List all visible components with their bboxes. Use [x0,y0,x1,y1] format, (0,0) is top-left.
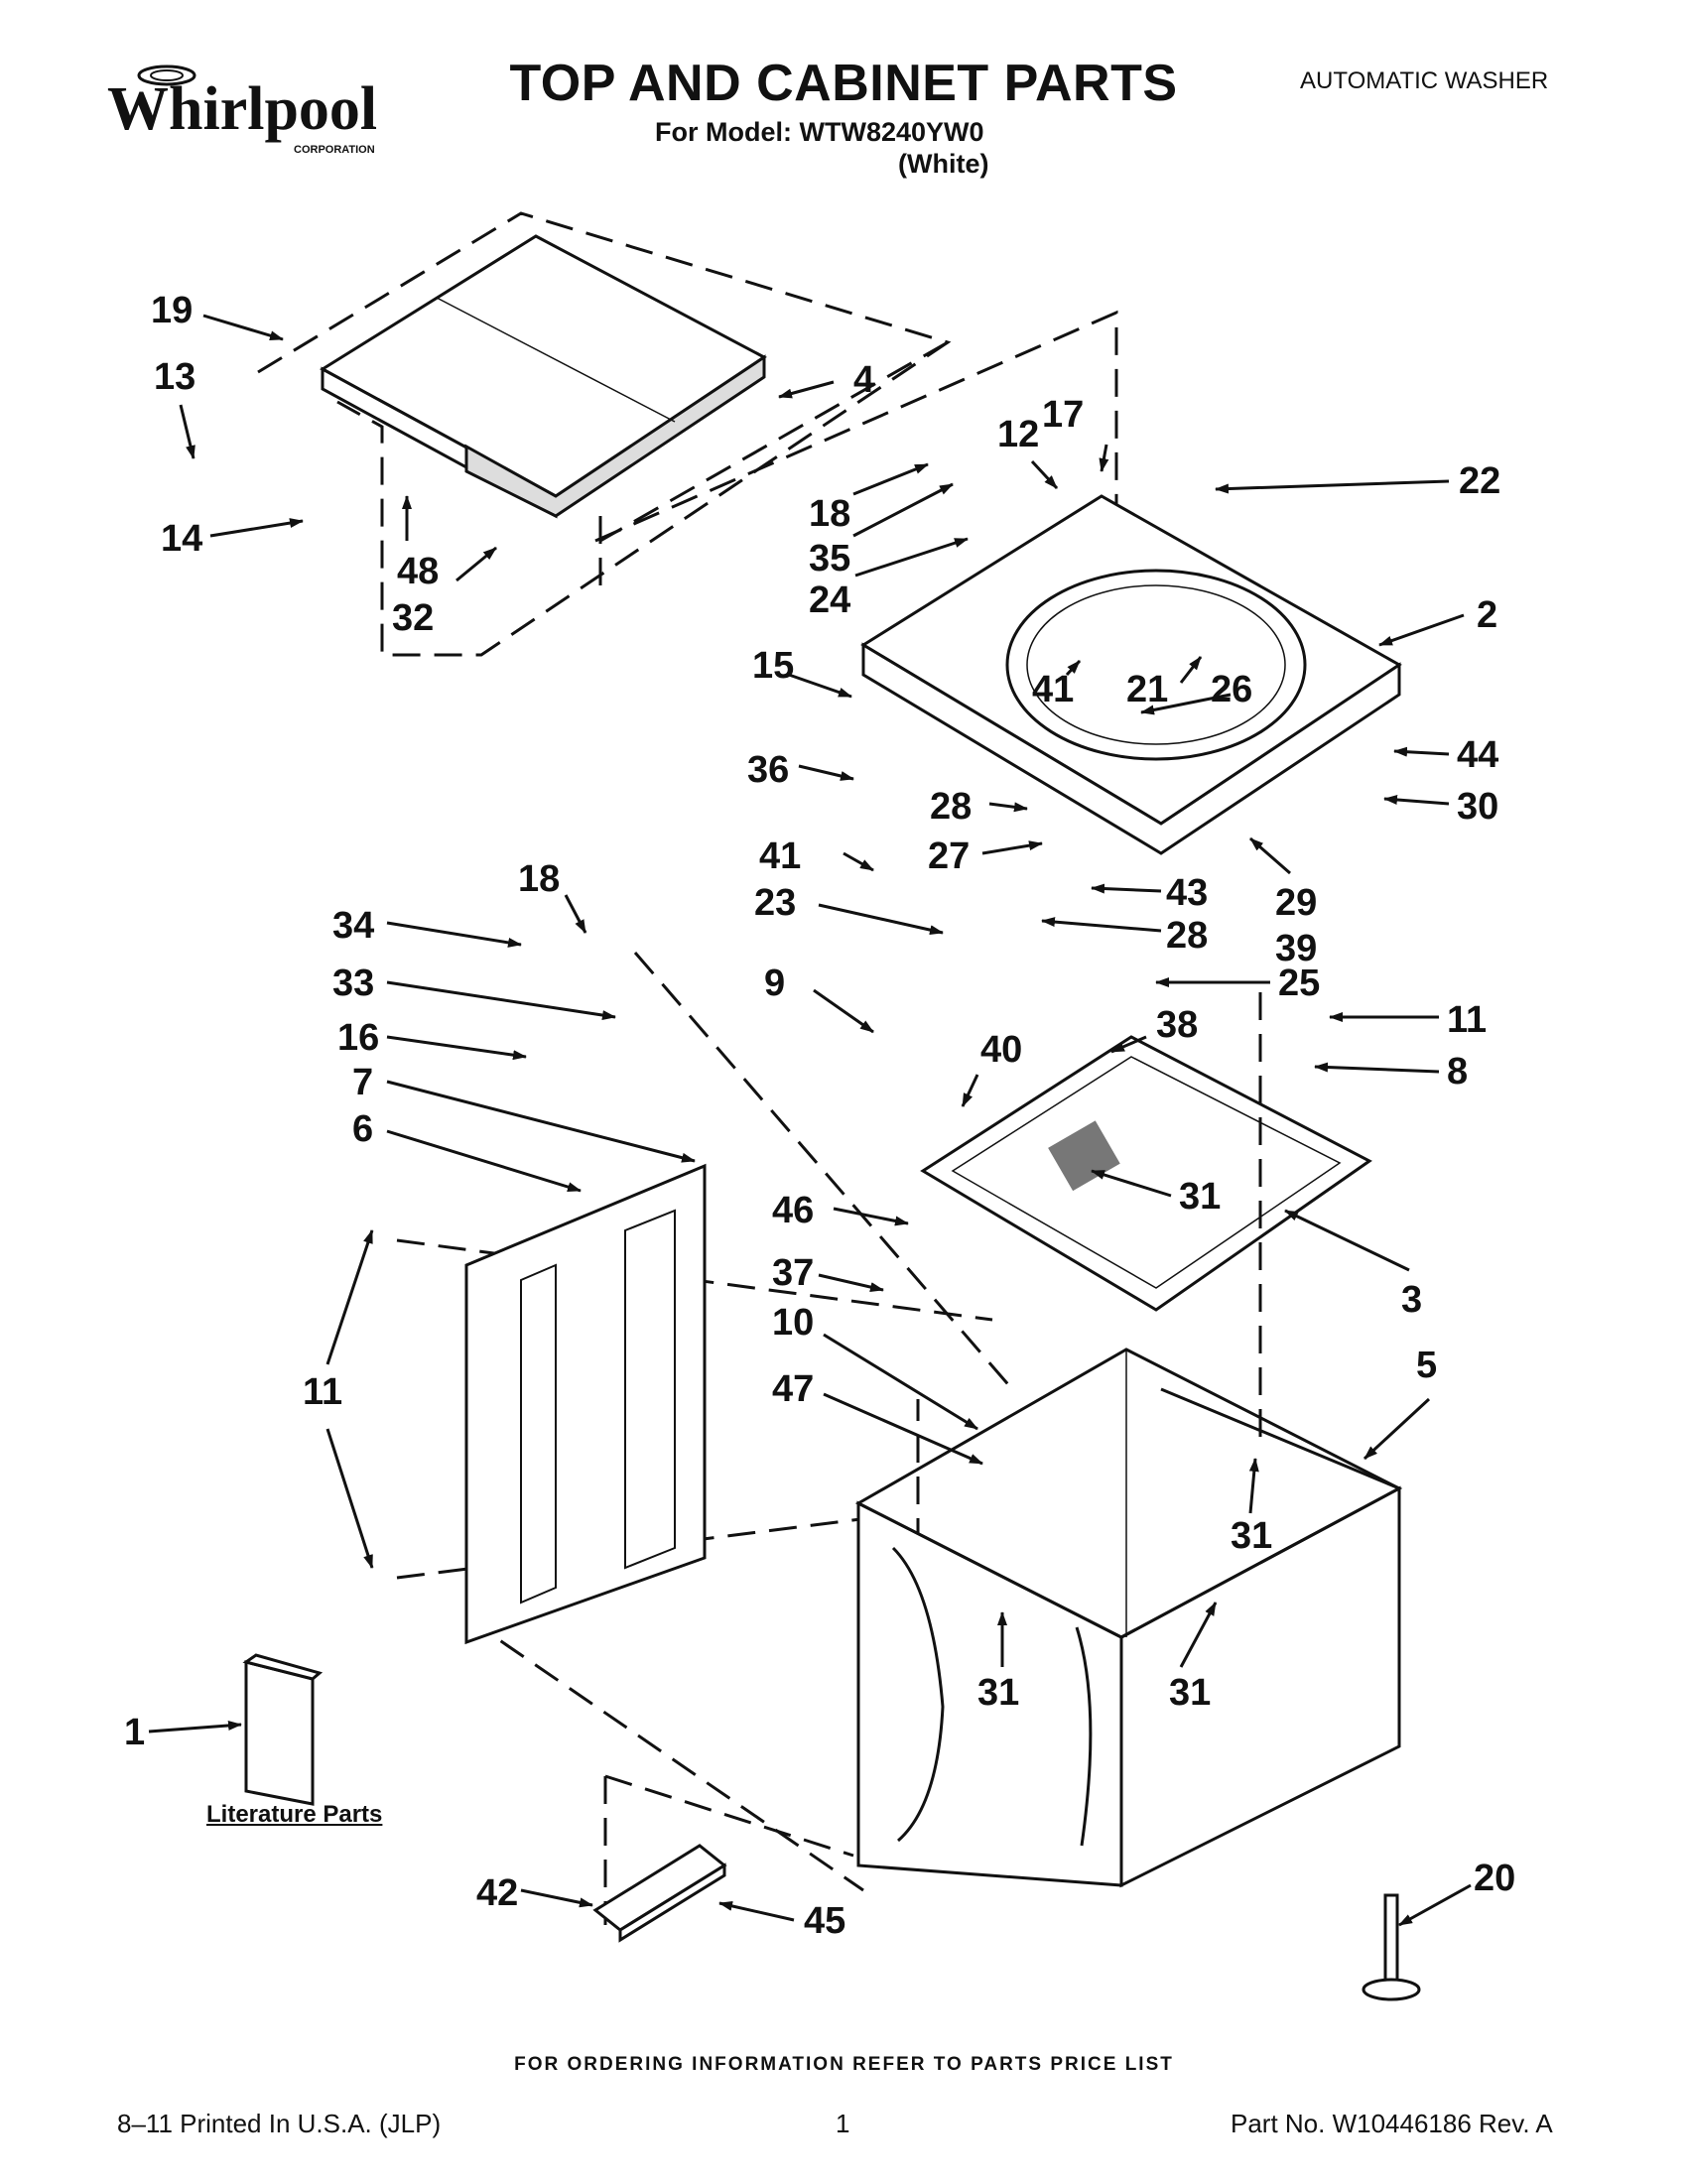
callout-31-front: 31 [977,1672,1019,1714]
callout-14: 14 [161,518,202,560]
callout-23: 23 [754,882,796,924]
base-bracket [592,1844,727,1943]
callout-36: 36 [747,749,789,791]
callout-15: 15 [752,645,794,687]
callout-20: 20 [1474,1858,1515,1899]
print-info: 8–11 Printed In U.S.A. (JLP) [117,2109,442,2138]
callout-35: 35 [809,538,850,579]
callout-39: 39 [1275,928,1317,969]
callout-27: 27 [928,835,970,877]
callout-3: 3 [1401,1279,1422,1321]
callout-34: 34 [332,905,374,947]
leader-arrows [148,314,1472,1927]
model-color: (White) [898,149,989,179]
product-type: AUTOMATIC WASHER [1300,67,1549,94]
leveling-foot [1362,1893,1421,2001]
callout-29: 29 [1275,882,1317,924]
callout-48: 48 [397,551,439,592]
callout-47: 47 [772,1368,814,1410]
callout-10: 10 [772,1302,814,1344]
ordering-note: FOR ORDERING INFORMATION REFER TO PARTS … [514,2054,1174,2075]
callout-45: 45 [804,1900,845,1942]
callout-18-top: 18 [809,493,850,535]
rear-panel [464,1163,707,1645]
callout-1: 1 [124,1712,145,1753]
page-number: 1 [836,2109,850,2138]
literature-book [242,1653,324,1806]
callout-28-upper: 28 [930,786,972,828]
callout-4: 4 [853,359,874,401]
callout-31-cabinet-inner: 31 [1231,1515,1272,1557]
callout-32: 32 [392,597,434,639]
callout-38: 38 [1156,1004,1198,1046]
literature-parts-label: Literature Parts [206,1801,383,1828]
callout-24: 24 [809,579,850,621]
callout-31-side: 31 [1169,1672,1211,1714]
callout-30: 30 [1457,786,1498,828]
callout-43: 43 [1166,872,1208,914]
callout-26: 26 [1211,669,1252,710]
callout-5: 5 [1416,1345,1437,1386]
callout-33: 33 [332,963,374,1004]
callout-6: 6 [352,1108,373,1150]
model-number: For Model: WTW8240YW0 [655,117,984,147]
cabinet [854,1348,1403,1888]
top-assembly [860,494,1402,855]
brand-wordmark: Whirlpool [107,75,377,143]
callout-12: 12 [997,414,1039,455]
callout-labels: 19 13 14 48 32 4 17 12 18 35 24 22 2 15 … [124,290,1515,1942]
callout-21: 21 [1126,669,1168,710]
callout-28-lower: 28 [1166,915,1208,957]
part-number: Part No. W10446186 Rev. A [1231,2109,1553,2138]
callout-31-frame: 31 [1179,1176,1221,1218]
callout-8: 8 [1447,1051,1468,1092]
callout-16: 16 [337,1017,379,1059]
callout-2: 2 [1477,594,1497,636]
callout-41-top: 41 [1032,669,1074,710]
callout-41: 41 [759,835,801,877]
callout-44: 44 [1457,734,1498,776]
callout-18-left: 18 [518,858,560,900]
whirlpool-logo: Whirlpool CORPORATION [107,64,377,156]
brand-subtitle: CORPORATION [294,144,375,156]
callout-17: 17 [1042,394,1084,436]
callout-9: 9 [764,963,785,1004]
frame-ring [920,1035,1372,1312]
callout-11-right: 11 [1447,999,1487,1041]
callout-13: 13 [154,356,195,398]
page-title: TOP AND CABINET PARTS [509,55,1178,112]
callout-42: 42 [476,1872,518,1914]
callout-7: 7 [352,1062,373,1103]
callout-11-left: 11 [303,1371,342,1413]
callout-40: 40 [980,1029,1022,1071]
callout-22: 22 [1459,460,1500,502]
callout-37: 37 [772,1252,814,1294]
callout-19: 19 [151,290,193,331]
callout-46: 46 [772,1190,814,1231]
lid-assembly [320,234,767,519]
callout-25: 25 [1278,963,1320,1004]
